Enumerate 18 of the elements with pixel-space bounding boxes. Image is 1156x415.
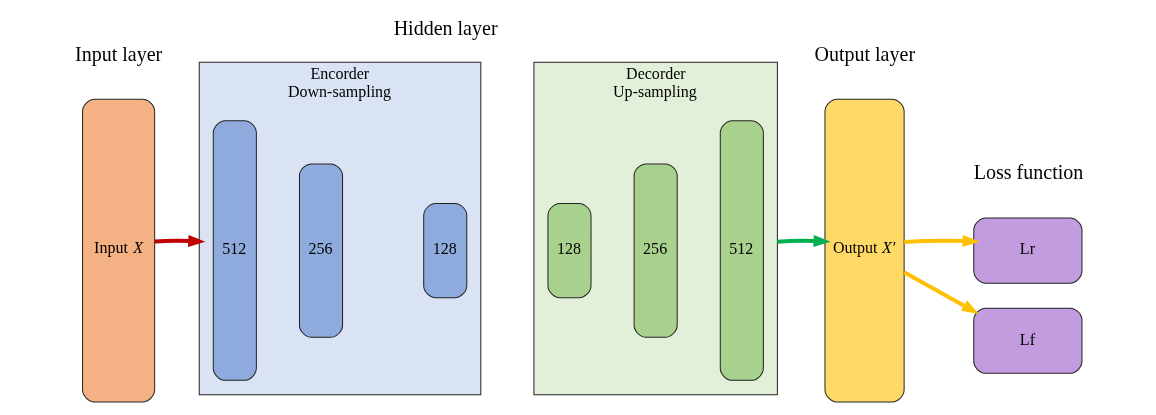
arrow <box>154 235 205 247</box>
node-box: 128 <box>422 203 467 299</box>
node-box: 128 <box>546 203 591 299</box>
node-box: 256 <box>298 163 343 338</box>
arrow <box>902 270 979 314</box>
label: Hidden layer <box>393 17 498 40</box>
node-box: Lf <box>972 307 1082 374</box>
label: Output layer <box>813 43 915 66</box>
node-box: Output X′ <box>824 98 905 403</box>
node-box: 512 <box>719 120 764 381</box>
label: Input layer <box>74 43 162 66</box>
node-box: 512 <box>212 120 257 381</box>
arrow <box>776 234 831 247</box>
arrow <box>903 235 980 247</box>
node-box: 256 <box>633 163 678 338</box>
label: Loss function <box>973 161 1083 184</box>
node-box: Lr <box>972 217 1082 284</box>
node-box: Input X <box>81 98 155 403</box>
